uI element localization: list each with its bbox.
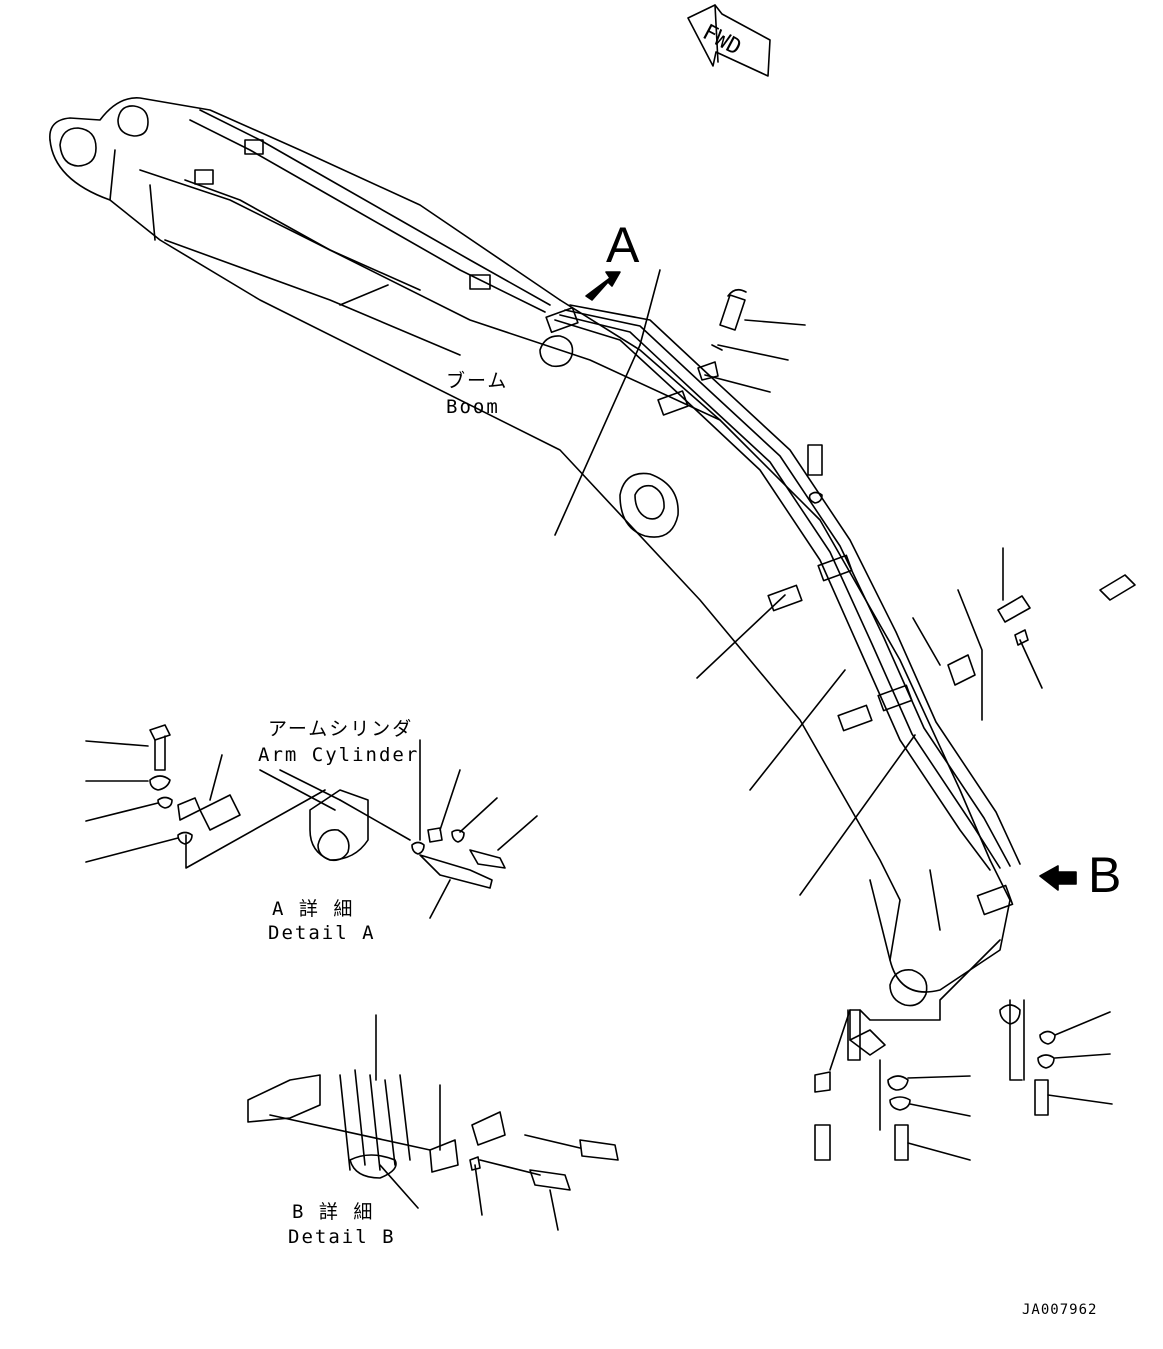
boom-body	[49, 97, 1011, 1007]
hydraulic-pipes	[184, 109, 1021, 871]
callout-b-label: B	[1088, 847, 1122, 903]
bottom-right-fittings	[814, 939, 1113, 1161]
drawing-code: JA007962	[1022, 1302, 1098, 1318]
arm-cylinder-label-en: Arm Cylinder	[258, 744, 420, 766]
leader-lines	[339, 269, 1043, 896]
detail-a-label-en: Detail A	[268, 922, 376, 944]
fwd-arrow-icon	[687, 4, 771, 77]
detail-a-parts	[85, 724, 538, 919]
callout-arrow-b-icon	[1039, 865, 1077, 891]
callout-a-label: A	[606, 217, 640, 273]
arm-cylinder-label-jp: アームシリンダ	[268, 718, 414, 740]
boom-label-en: Boom	[446, 396, 500, 418]
detail-b-label-en: Detail B	[288, 1226, 396, 1248]
boom-label-jp: ブーム	[446, 370, 509, 392]
detail-a-label-jp: A 詳 細	[272, 898, 355, 920]
bolt-parts-top	[697, 288, 1136, 686]
callout-arrow-a-icon	[585, 271, 621, 301]
detail-b-parts	[247, 1014, 619, 1231]
pipe-clamps	[194, 139, 1014, 916]
detail-b-label-jp: B 詳 細	[292, 1201, 375, 1223]
